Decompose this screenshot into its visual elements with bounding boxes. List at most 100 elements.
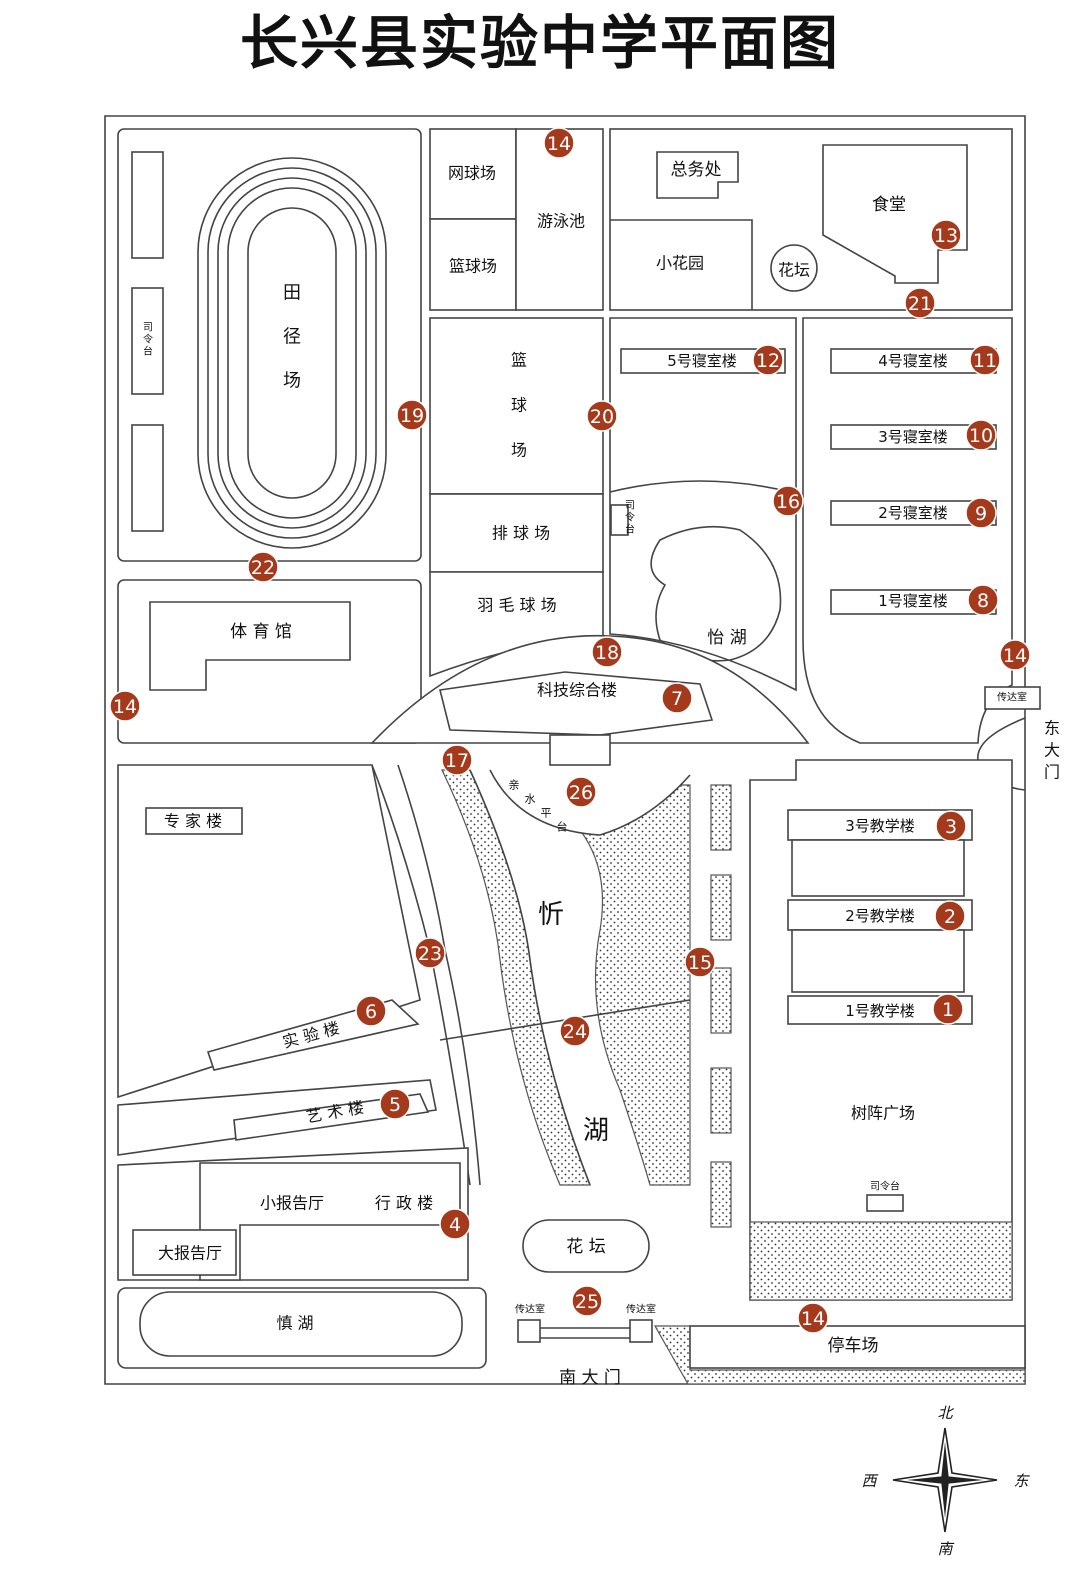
- teach2-wing: [791, 929, 965, 993]
- map-label-water-platform: 亲: [509, 778, 520, 792]
- map-label-big-hall: 大报告厅: [158, 1244, 222, 1263]
- map-label-basketball-big: 球: [511, 396, 527, 415]
- map-marker-23: 23: [414, 937, 446, 969]
- marker-circle: [543, 127, 575, 159]
- marker-circle: [797, 1302, 829, 1334]
- marker-number: 7: [671, 688, 683, 710]
- map-label-small-garden: 小花园: [656, 254, 704, 273]
- swimming-pool: [515, 128, 604, 311]
- science-entrance: [549, 734, 611, 766]
- map-marker-14: 14: [797, 1302, 829, 1334]
- map-label-water-platform: 平: [541, 807, 552, 820]
- gatehouse-east: [984, 686, 1041, 710]
- tree-square-dots: [749, 1221, 1013, 1301]
- marker-number: 22: [251, 557, 275, 579]
- map-marker-3: 3: [935, 810, 967, 842]
- map-label-gatehouse: 传达室: [626, 1303, 656, 1316]
- shen-lake: [139, 1291, 463, 1357]
- map-label-science-building: 科技综合楼: [537, 681, 617, 700]
- marker-circle: [932, 993, 964, 1025]
- lake-path: [609, 480, 791, 493]
- map-marker-24: 24: [559, 1015, 591, 1047]
- map-marker-10: 10: [965, 419, 997, 451]
- big-hall-building: [132, 1229, 237, 1276]
- map-label-volleyball: 排 球 场: [492, 524, 550, 543]
- map-label-commander-stage: 台: [143, 345, 153, 358]
- marker-circle: [904, 287, 936, 319]
- map-marker-17: 17: [441, 744, 473, 776]
- map-label-flower-bed-round: 花坛: [778, 261, 810, 280]
- small-garden: [610, 219, 753, 310]
- expert-building: [145, 807, 243, 835]
- map-label-dorm1: 1号寝室楼: [878, 592, 948, 610]
- marker-number: 14: [801, 1308, 825, 1330]
- marker-number: 13: [934, 225, 958, 247]
- map-label-xin-lake-2: 湖: [583, 1116, 609, 1146]
- hedge-3: [710, 967, 732, 1034]
- map-marker-14: 14: [999, 639, 1031, 671]
- tennis-court: [429, 128, 517, 220]
- map-marker-5: 5: [379, 1088, 411, 1120]
- map-label-dorm4: 4号寝室楼: [878, 352, 948, 370]
- marker-number: 14: [1003, 645, 1027, 667]
- map-label-dorm5: 5号寝室楼: [667, 352, 737, 370]
- compass: 北 南 东 西: [861, 1404, 1030, 1558]
- map-label-tennis: 网球场: [448, 164, 496, 183]
- map-marker-26: 26: [565, 776, 597, 808]
- marker-number: 21: [908, 293, 932, 315]
- marker-number: 4: [449, 1214, 461, 1236]
- map-label-water-platform: 台: [557, 820, 568, 834]
- commander-stage-inner: [610, 504, 629, 536]
- marker-circle: [965, 497, 997, 529]
- gym-building: [149, 601, 351, 691]
- map-label-general-affairs: 总务处: [671, 160, 722, 180]
- map-marker-9: 9: [965, 497, 997, 529]
- compass-south: 南: [937, 1540, 954, 1558]
- gatehouse-south-west: [517, 1319, 541, 1343]
- map-label-yi-lake: 怡 湖: [707, 628, 746, 648]
- map-label-teach2: 2号教学楼: [845, 907, 915, 925]
- map-label-teach3: 3号教学楼: [845, 817, 915, 835]
- marker-number: 9: [975, 503, 987, 525]
- marker-number: 17: [445, 750, 469, 772]
- map-label-expert-building: 专 家 楼: [164, 812, 222, 831]
- marker-number: 14: [113, 696, 137, 718]
- marker-number: 14: [547, 133, 571, 155]
- map-label-canteen: 食堂: [872, 195, 906, 215]
- science-building: [439, 671, 714, 736]
- marker-circle: [441, 744, 473, 776]
- dorm4-building: [830, 348, 997, 374]
- map-marker-7: 7: [661, 682, 693, 714]
- map-label-track: 场: [283, 371, 301, 392]
- map-label-badminton: 羽 毛 球 场: [477, 596, 556, 615]
- marker-circle: [930, 219, 962, 251]
- marker-circle: [591, 636, 623, 668]
- marker-number: 3: [945, 816, 957, 838]
- marker-circle: [752, 344, 784, 376]
- map-title: 长兴县实验中学平面图: [239, 9, 840, 77]
- dorm-block-east: [802, 317, 1013, 744]
- marker-number: 19: [400, 405, 424, 427]
- map-marker-22: 22: [247, 551, 279, 583]
- map-label-basketball-small: 篮球场: [449, 257, 497, 276]
- marker-number: 10: [969, 425, 993, 447]
- map-label-shen-lake: 慎 湖: [276, 1314, 313, 1333]
- marker-circle: [379, 1088, 411, 1120]
- map-marker-14: 14: [109, 690, 141, 722]
- parking-lot: [689, 1325, 1026, 1369]
- marker-circle: [661, 682, 693, 714]
- map-labels: 田径场网球场游泳池篮球场篮球场排 球 场羽 毛 球 场总务处食堂小花园花坛5号寝…: [143, 160, 1060, 1388]
- map-label-dorm2: 2号寝室楼: [878, 504, 948, 522]
- marker-number: 16: [776, 491, 800, 513]
- gatehouse-south-east: [629, 1319, 653, 1343]
- map-label-commander-stage: 司: [625, 501, 635, 512]
- marker-circle: [565, 776, 597, 808]
- map-label-south-gate: 南 大 门: [559, 1368, 621, 1388]
- map-label-basketball-big: 篮: [511, 351, 527, 370]
- marker-number: 6: [365, 1001, 377, 1023]
- marker-circle: [439, 1208, 471, 1240]
- map-label-dorm3: 3号寝室楼: [878, 428, 948, 446]
- map-label-admin-building: 行 政 楼: [375, 1194, 433, 1213]
- south-gate-line: [540, 1327, 630, 1339]
